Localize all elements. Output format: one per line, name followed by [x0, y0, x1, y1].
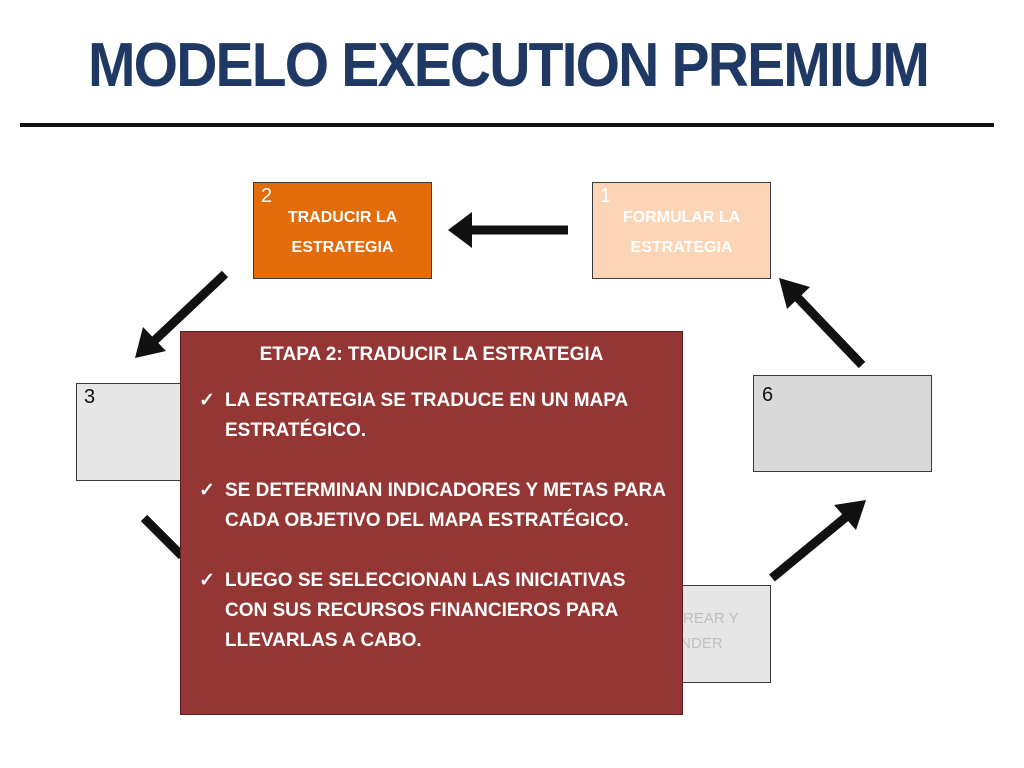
- stage-2-detail-callout: ETAPA 2: TRADUCIR LA ESTRATEGIA ✓ LA EST…: [180, 331, 683, 715]
- callout-bullet-list: ✓ LA ESTRATEGIA SE TRADUCE EN UN MAPA ES…: [181, 386, 682, 656]
- checkmark-icon: ✓: [199, 480, 215, 501]
- callout-bullet-text: LUEGO SE SELECCIONAN LAS INICIATIVAS CON…: [225, 570, 626, 651]
- stage-6-box: 6: [753, 375, 932, 472]
- callout-bullet-text: LA ESTRATEGIA SE TRADUCE EN UN MAPA ESTR…: [225, 390, 628, 441]
- arrow-6-to-1: [779, 278, 866, 369]
- arrow-1-to-2: [448, 212, 568, 248]
- arrow-3-to-4: [140, 514, 186, 560]
- callout-bullet: ✓ LA ESTRATEGIA SE TRADUCE EN UN MAPA ES…: [199, 386, 666, 446]
- stage-1-label-line1: FORMULAR LA: [622, 209, 741, 226]
- stage-1-label: FORMULAR LA ESTRATEGIA: [593, 203, 770, 263]
- arrow-2-to-3: [135, 270, 229, 358]
- callout-title: ETAPA 2: TRADUCIR LA ESTRATEGIA: [259, 344, 604, 365]
- stage-6-number: 6: [762, 384, 774, 406]
- arrow-5-to-6: [769, 500, 866, 582]
- checkmark-icon: ✓: [199, 390, 215, 411]
- page-title: MODELO EXECUTION PREMIUM: [88, 31, 930, 100]
- callout-bullet-text: SE DETERMINAN INDICADORES Y METAS PARA C…: [225, 480, 666, 531]
- callout-bullet: ✓ LUEGO SE SELECCIONAN LAS INICIATIVAS C…: [199, 566, 666, 656]
- stage-2-box: 2 TRADUCIR LA ESTRATEGIA: [253, 182, 432, 279]
- title-underline: [20, 123, 994, 127]
- stage-2-label: TRADUCIR LA ESTRATEGIA: [254, 203, 431, 263]
- stage-1-number: 1: [600, 185, 612, 207]
- stage-2-label-line1: TRADUCIR LA: [287, 209, 398, 226]
- stage-3-number: 3: [84, 386, 96, 408]
- checkmark-icon: ✓: [199, 570, 215, 591]
- stage-2-number: 2: [261, 185, 273, 207]
- stage-1-box: 1 FORMULAR LA ESTRATEGIA: [592, 182, 771, 279]
- stage-1-label-line2: ESTRATEGIA: [630, 239, 733, 256]
- stage-2-label-line2: ESTRATEGIA: [291, 239, 394, 256]
- callout-bullet: ✓ SE DETERMINAN INDICADORES Y METAS PARA…: [199, 476, 666, 536]
